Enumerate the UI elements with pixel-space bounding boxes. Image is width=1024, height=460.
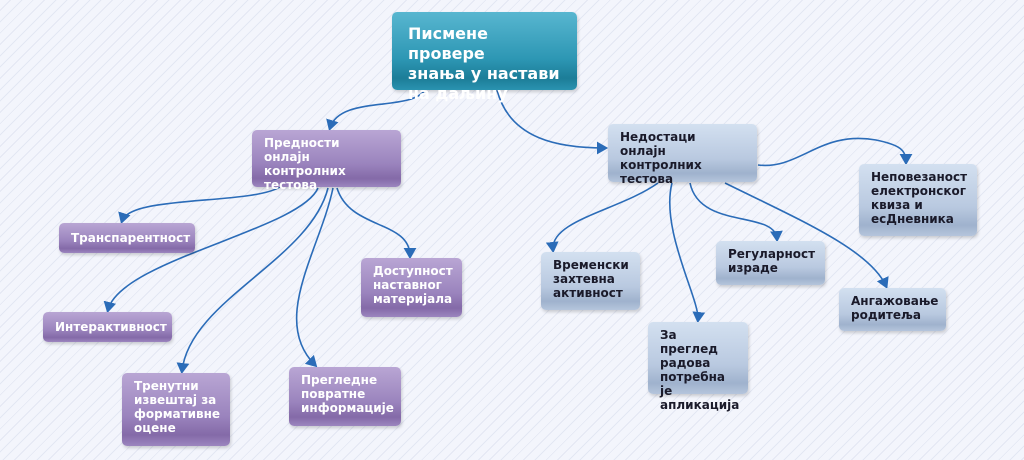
node-transparency[interactable]: Транспарентност — [59, 223, 195, 253]
node-time[interactable]: Временски захтевна активност — [541, 252, 640, 310]
edge-feedback — [295, 187, 334, 368]
node-parents[interactable]: Ангажовање родитеља — [839, 288, 946, 331]
edge-disconnect — [757, 137, 913, 167]
node-interactivity[interactable]: Интерактивност — [43, 312, 172, 342]
edge-instant-report — [176, 187, 329, 375]
node-availability[interactable]: Доступност наставног материјала — [361, 258, 462, 317]
edge-root-advantages — [326, 89, 426, 132]
node-regularity[interactable]: Регуларност израде — [716, 241, 825, 285]
edge-regularity — [689, 182, 783, 243]
root-node[interactable]: Писмене провере знања у настави на даљин… — [392, 12, 577, 103]
node-app[interactable]: За преглед радова потребна је апликација — [648, 322, 748, 412]
edge-interactivity — [103, 187, 319, 314]
node-feedback[interactable]: Прегледне повратне информације — [289, 367, 401, 426]
advantages-node[interactable]: Предности онлајн контролних тестова — [252, 130, 401, 192]
disadvantages-node[interactable]: Недостаци онлајн контролних тестова — [608, 124, 757, 186]
edge-availability — [336, 187, 417, 260]
edge-time — [545, 182, 659, 254]
edge-root-disadvantages — [496, 89, 609, 155]
edge-app — [669, 182, 706, 324]
edge-parents — [724, 182, 889, 289]
node-instant-report[interactable]: Тренутни извештај за формативне оцене — [122, 373, 230, 446]
edge-transparency — [118, 186, 281, 225]
node-disconnect[interactable]: Неповезаност електронског квиза и есДнев… — [859, 164, 977, 236]
